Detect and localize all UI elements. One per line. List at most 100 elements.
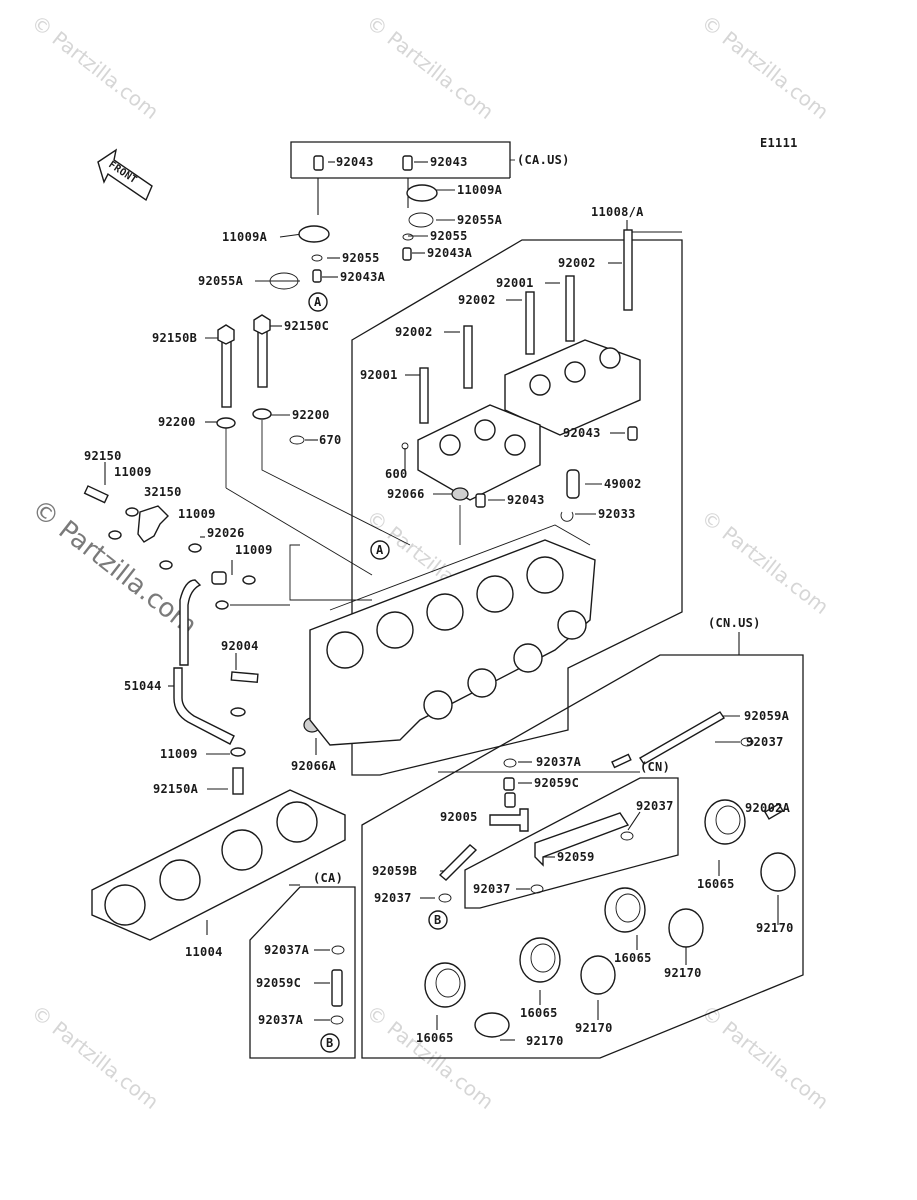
part-callout: 92002 — [395, 325, 433, 339]
camshaft-holder-icon — [504, 339, 641, 436]
part-callout: 16065 — [520, 1006, 558, 1020]
clamp-icon — [530, 884, 544, 894]
clamp-icon — [620, 831, 634, 841]
part-callout: 92200 — [158, 415, 196, 429]
cap-icon — [211, 571, 227, 585]
part-callout: 92005 — [440, 810, 478, 824]
oil-pipe-icon — [179, 579, 202, 666]
o-ring-icon — [289, 435, 305, 445]
bolt-icon — [525, 291, 535, 355]
watermark: © Partzilla.com — [697, 10, 833, 124]
part-callout: 92037A — [536, 755, 582, 769]
part-callout: 11009 — [235, 543, 273, 557]
part-callout: 92001 — [360, 368, 398, 382]
intake-holder-icon — [424, 962, 466, 1008]
part-callout: 92037 — [374, 891, 412, 905]
diagram-id: E1111 — [760, 136, 798, 150]
dowel-pin-icon — [402, 247, 412, 261]
part-callout: 11009A — [222, 230, 268, 244]
watermark: © Partzilla.com — [697, 1000, 833, 1114]
bolt-icon — [419, 367, 429, 424]
washer-icon — [230, 747, 246, 757]
part-callout: 670 — [319, 433, 342, 447]
part-callout: 11008/A — [591, 205, 644, 219]
watermark-layer: © Partzilla.com © Partzilla.com © Partzi… — [26, 10, 834, 1114]
part-callout: 92055A — [457, 213, 503, 227]
reference-markers: A A B B — [308, 292, 448, 1053]
watermark-large: © Partzilla.com — [26, 494, 203, 641]
clamp-icon — [503, 758, 517, 768]
part-callout: 92055 — [342, 251, 380, 265]
intake-holder-icon — [704, 799, 746, 845]
part-callout: 92059 — [557, 850, 595, 864]
dowel-pin-icon — [627, 426, 638, 441]
group-frames — [249, 141, 804, 1059]
pipe-icon — [611, 753, 632, 769]
part-callout: 92002A — [745, 801, 791, 815]
part-callout: 92026 — [207, 526, 245, 540]
dowel-pin-icon — [475, 493, 486, 508]
flange-icon — [298, 225, 330, 243]
part-callouts: 92043 92043 11009A 11009A 92055A 92055 9… — [84, 155, 794, 1048]
part-callout: 92066 — [387, 487, 425, 501]
part-callout: 92059C — [256, 976, 301, 990]
pipe-icon — [504, 792, 516, 808]
watermark: © Partzilla.com — [27, 10, 163, 124]
part-callout: 92033 — [598, 507, 636, 521]
banjo-fitting-icon — [137, 505, 169, 543]
bolt-icon — [565, 275, 575, 342]
part-callout: 92043 — [336, 155, 374, 169]
washer-icon — [242, 575, 256, 585]
part-callout: 92170 — [575, 1021, 613, 1035]
part-callout: 92037 — [636, 799, 674, 813]
part-callout: 92059A — [744, 709, 790, 723]
part-callout: 11009 — [114, 465, 152, 479]
part-callout: 92043A — [340, 270, 386, 284]
part-callout: 92170 — [756, 921, 794, 935]
bolt-icon — [623, 229, 633, 311]
part-callout: 92066A — [291, 759, 337, 773]
flange-icon — [406, 184, 438, 202]
part-callout: 92043 — [507, 493, 545, 507]
clamp-band-icon — [668, 908, 704, 948]
part-callout: 11009A — [457, 183, 503, 197]
o-ring-icon — [408, 212, 434, 228]
part-callout: 600 — [385, 467, 408, 481]
oil-pipe-icon — [173, 667, 235, 745]
plug-seal-icon — [451, 487, 469, 501]
leader-lines — [104, 161, 779, 1041]
washer-icon — [188, 543, 202, 553]
pipe-icon — [503, 777, 515, 791]
camshaft-holder-icon — [417, 404, 541, 501]
part-callout: 92059C — [534, 776, 579, 790]
o-ring-icon — [269, 272, 299, 290]
part-callout: 92150A — [153, 782, 199, 796]
washer-icon — [215, 600, 229, 610]
watermark: © Partzilla.com — [27, 1000, 163, 1114]
clip-icon — [560, 511, 574, 522]
watermark: © Partzilla.com — [362, 1000, 498, 1114]
part-callout: 92055 — [430, 229, 468, 243]
part-callout: 92150C — [284, 319, 329, 333]
part-callout: 11009 — [178, 507, 216, 521]
part-callout: 92037 — [473, 882, 511, 896]
clamp-band-icon — [760, 852, 796, 892]
washer-icon — [159, 560, 173, 570]
front-arrow-icon: FRONT — [97, 148, 153, 202]
part-callout: 92170 — [664, 966, 702, 980]
marker-a: A — [314, 295, 322, 309]
part-callout: 92037 — [746, 735, 784, 749]
marker-b: B — [434, 913, 442, 927]
small-pin-icon — [401, 442, 409, 450]
bolt-head-icon — [217, 324, 235, 345]
part-callout: 92150 — [84, 449, 122, 463]
washer-icon — [125, 507, 139, 517]
stud-icon — [230, 671, 259, 683]
watermark: © Partzilla.com — [362, 10, 498, 124]
marker-b: B — [326, 1036, 334, 1050]
bolt-head-icon — [253, 314, 271, 335]
part-callout: 92059B — [372, 864, 417, 878]
clamp-band-icon — [474, 1012, 510, 1038]
clamp-icon — [331, 945, 345, 955]
part-callout: 92043 — [430, 155, 468, 169]
